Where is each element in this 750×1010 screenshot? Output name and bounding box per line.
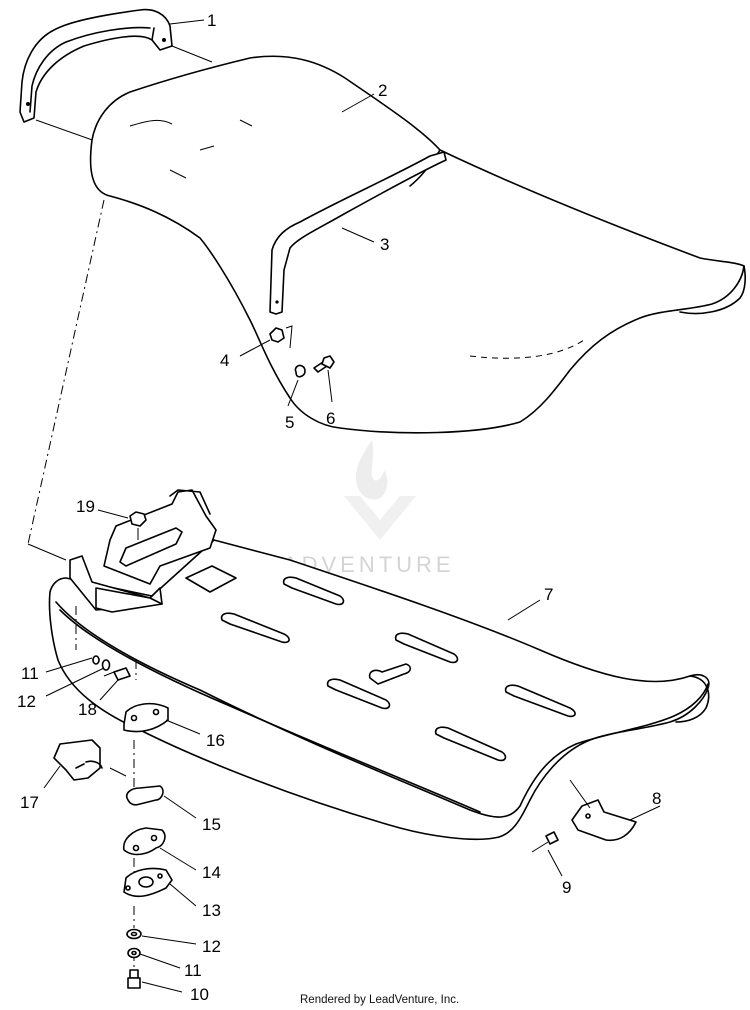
grab-handle [19,8,213,143]
callout-16: 16 [206,731,225,750]
leadventure-logo [344,440,416,540]
callout-13: 13 [202,901,221,920]
callout-15: 15 [202,815,221,834]
nut-19 [129,511,147,540]
callout-12-upper: 12 [17,692,36,711]
callout-19: 19 [76,497,95,516]
callout-11-lower: 11 [184,961,202,980]
seat-cushion [89,55,746,434]
washer-bolt-group [92,655,131,681]
callout-numbers: 1 2 3 4 5 6 19 7 11 12 18 16 17 15 8 14 … [17,11,661,1004]
fastener-stack [126,928,142,989]
callout-17: 17 [20,793,39,812]
seat-strap [269,151,447,315]
callout-10: 10 [190,985,209,1004]
callout-9: 9 [562,878,571,897]
callout-2: 2 [378,81,387,100]
callout-1: 1 [207,11,216,30]
latch-plate-13 [123,867,173,898]
bracket-8 [569,779,637,842]
spring-clip-15 [125,785,164,806]
callout-14: 14 [202,863,221,882]
callout-11-upper: 11 [21,664,39,683]
plate-14 [122,827,166,856]
leader-lines [43,19,661,993]
callout-8: 8 [652,789,661,808]
callout-12-lower: 12 [202,937,221,956]
latch-17 [53,739,127,781]
seat-base-plate [48,489,710,841]
callout-5: 5 [285,413,294,432]
footer-credit: Rendered by LeadVenture, Inc. [300,994,459,1006]
screw-9 [531,831,559,853]
callout-4: 4 [220,351,229,370]
bracket-16 [123,702,169,733]
callout-18: 18 [78,700,97,719]
callout-6: 6 [326,409,335,428]
hardware-nut-washer-screw [269,325,335,378]
callout-7: 7 [544,585,553,604]
callout-3: 3 [380,235,389,254]
